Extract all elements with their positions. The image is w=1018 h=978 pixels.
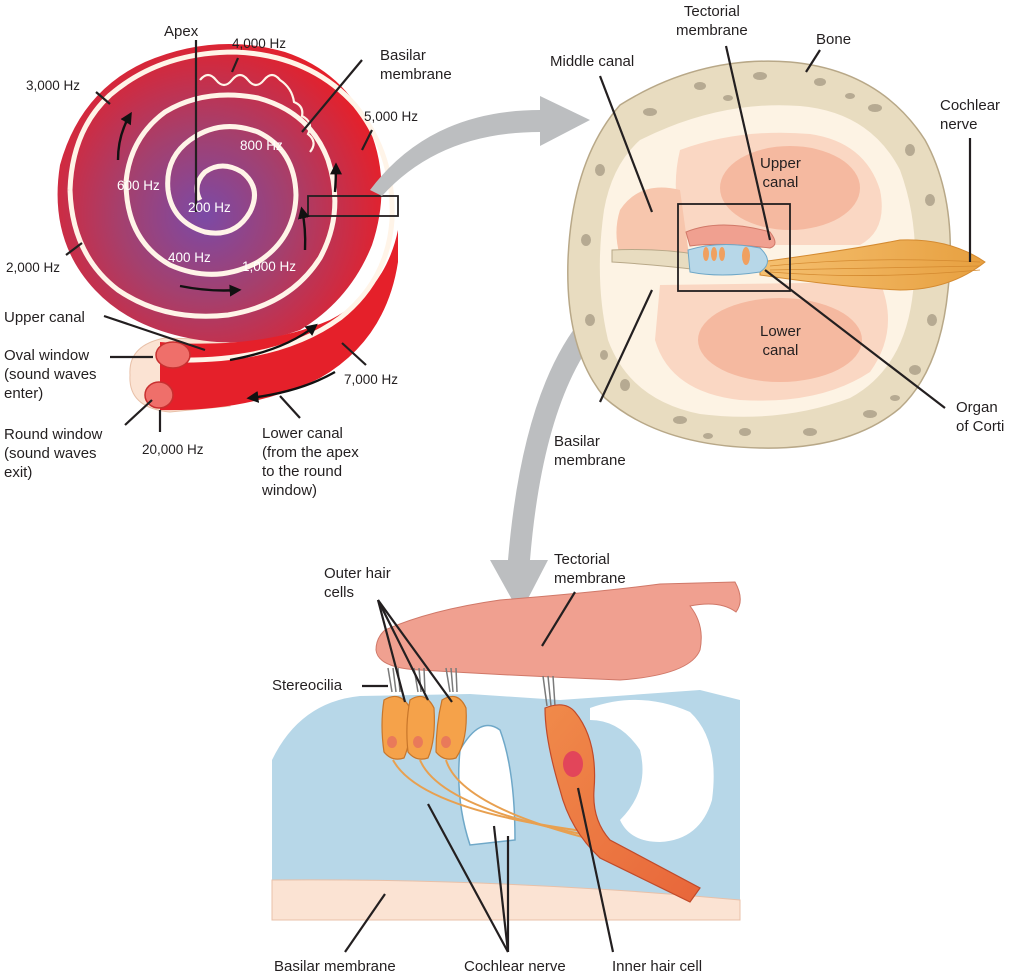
inner-hair-cell-nucleus [563,751,583,777]
section-support-cells [687,243,768,276]
spiral-leaders [65,57,373,432]
spiral-wall-inner [123,124,299,277]
section-upper-canal-label: Upper canal [760,155,801,191]
oval-window-label: Oval window (sound waves enter) [4,347,97,402]
tunnel-of-corti [458,724,516,846]
spiral-wall-mid [67,92,338,319]
flow-arrows [116,111,342,403]
organ-detail [271,581,741,921]
freq-200-label: 200 Hz [188,200,231,215]
nerve-fibers [769,259,981,276]
lower-canal-core [698,298,862,382]
upper-canal-core [720,146,860,230]
bone-texture [581,72,937,439]
freq-3000-label: 3,000 Hz [26,78,81,93]
spiral-wall-outer [67,49,395,363]
freq-600-label: 600 Hz [117,178,160,193]
section-tectorial-membrane-label: Tectorial membrane [676,3,748,39]
oval-window [155,341,191,369]
freq-800-label: 800 Hz [240,138,283,153]
section-box [307,195,399,217]
corti-box [677,203,791,292]
tectorial-membrane-shape [375,581,741,681]
outer-hair-cells-label: Outer hair cells [324,565,391,601]
section-basilar-membrane-label: Basilar membrane [554,433,626,469]
freq-5000-label: 5,000 Hz [364,109,419,124]
stereocilia-label: Stereocilia [272,677,343,694]
section-cochlear-nerve-label: Cochlear nerve [940,97,1001,133]
cochlea-cross-section [567,60,986,449]
apex-label: Apex [164,23,199,40]
freq-1000-label: 1,000 Hz [242,259,297,274]
outer-hair-cell-nuclei [387,736,451,748]
cochlea-spiral [57,40,399,413]
section-lower-canal-label: Lower canal [760,323,801,359]
freq-4000-label: 4,000 Hz [232,36,287,51]
outer-hair-cell-bodies [381,695,467,760]
freq-20000-label: 20,000 Hz [142,442,204,457]
detail-tectorial-membrane-label: Tectorial membrane [554,551,626,587]
middle-canal-label: Middle canal [550,53,635,70]
detail-basilar-membrane-label: Basilar membrane [274,958,396,975]
middle-canal-region [616,187,690,262]
detail-cochlear-nerve-label: Cochlear nerve [464,958,566,975]
section-leaders [598,45,972,409]
gray-arrow-to-section [370,96,590,196]
organ-of-corti-label: Organ of Corti [956,399,1005,435]
detail-leaders [344,591,615,953]
freq-400-label: 400 Hz [168,250,211,265]
round-window [144,381,174,409]
cochlear-nerve-bundle [759,239,986,291]
outer-hair-cell-fibers [392,759,595,841]
bone-label: Bone [816,31,852,48]
inner-hair-cell-body [544,704,701,903]
spiral-lower-canal-label: Lower canal (from the apex to the round … [262,425,359,499]
section-hair-cells [703,247,750,265]
round-window-label: Round window (sound waves exit) [4,426,103,481]
inner-sulcus [590,699,714,842]
cochlea-tail [160,230,398,411]
spiral-basilar-membrane-label: Basilar membrane [380,47,452,83]
freq-7000-label: 7,000 Hz [344,372,399,387]
inner-hair-cell-label: Inner hair cell [612,958,703,975]
spiral-upper-canal-label: Upper canal [4,309,85,326]
basilar-membrane-band [271,879,741,921]
freq-2000-label: 2,000 Hz [6,260,61,275]
